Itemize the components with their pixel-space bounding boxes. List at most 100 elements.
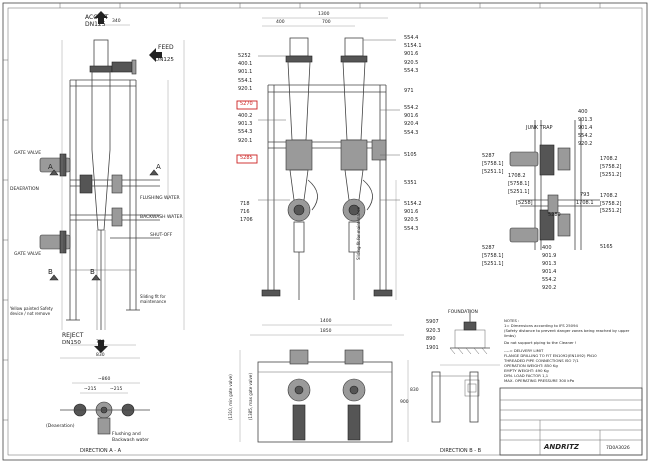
section-b-left: B	[48, 268, 53, 276]
drawing-number: 7D0A3026	[606, 446, 630, 451]
fd-label-5907: 5907	[426, 319, 439, 325]
jt-label-920-2: 920.2	[578, 141, 593, 147]
gate-valve-bottom-label: GATE VALVE	[14, 252, 42, 257]
sliding-center-label: Sliding fit for maintenance	[356, 206, 361, 260]
jt-label-901-3: 901.3	[578, 117, 593, 123]
label-554-1: 554.1	[238, 77, 253, 84]
label-920-1b: 920.1	[238, 137, 253, 144]
jt-label-400b: 400	[542, 245, 552, 251]
note-3: Do not support piping to the Cleaner !	[504, 340, 577, 345]
dim-340: 340	[112, 19, 121, 24]
junk-right-labels-1: 1708.2 [5758.2] [5251.2]	[600, 155, 621, 179]
label-554-3c: 554.3	[404, 225, 419, 232]
flushing-bottom-label: Flushing and	[112, 432, 141, 437]
label-5154-1: 5154.1	[404, 43, 422, 50]
jt-label-554-2: 554.2	[578, 133, 593, 139]
foundation-title: FOUNDATION	[448, 310, 478, 315]
jt-label-5758-1a: [5758.1]	[482, 161, 504, 167]
jt-label-1708-2a: 1708.2	[600, 156, 618, 162]
backwash-water-label: BACKWASH WATER	[140, 215, 183, 220]
jt-label-901-3b: 901.3	[542, 261, 557, 267]
jt-label-5758-2a: [5758.2]	[600, 164, 622, 170]
direction-a-label: DIRECTION A - A	[80, 448, 122, 454]
backwash-bottom-label: Backwash water	[112, 438, 149, 443]
label-400-2: 400.2	[238, 113, 253, 119]
label-716: 716	[240, 209, 250, 216]
label-901-3: 901.3	[238, 121, 253, 128]
notes-block: NOTES : 1= Dimensions according to IFS 2…	[504, 318, 642, 383]
jt-label-920-2b: 920.2	[542, 285, 557, 291]
grid-ticks	[3, 3, 601, 421]
jt-label-5251-1b: [5251.1]	[508, 189, 530, 195]
fd-label-1901: 1901	[426, 344, 439, 351]
inner-border	[7, 7, 643, 456]
note-9: DYN. LOAD FACTOR 1,1	[504, 373, 549, 378]
deaeration-label: DEAERATION	[10, 187, 39, 192]
center-left-labels-3: 718 716 1706	[240, 200, 253, 225]
dim-750: 750	[96, 340, 105, 345]
junk-right-labels-2: 1708.2 [5758.2]	[600, 192, 621, 208]
jt-label-554-2b: 554.2	[542, 277, 557, 283]
plan-view	[239, 349, 409, 443]
gate-max-label: (1385, max gate valve)	[248, 373, 253, 420]
dim-215b: ~215	[110, 387, 123, 392]
jt-label-5251-1c: [5251.1]	[482, 261, 504, 267]
dim-860: ~860	[98, 377, 111, 382]
center-right-labels-3: 5154.2 901.6 920.5 554.3	[404, 200, 422, 233]
dim-1400: 1400	[320, 319, 332, 324]
note-2: (Safety distance to prevent danger zones…	[504, 328, 630, 338]
jt-label-5287a: 5287	[482, 153, 495, 159]
reject-label: REJECT	[62, 332, 84, 339]
section-a-left: A	[48, 163, 53, 171]
dim-900: 900	[400, 400, 409, 405]
dim-1300: 1300	[318, 12, 330, 17]
junk-trap-view	[509, 120, 600, 250]
label-554-3: 554.3	[238, 129, 253, 136]
dim-830b: 830	[410, 388, 419, 393]
jt-label-5251-2a: [5251.2]	[600, 172, 622, 178]
accept-label: ACCEPT	[85, 14, 109, 21]
jt-label-793: 793	[580, 192, 590, 198]
label-901-6b: 901.6	[404, 113, 419, 120]
note-4: ----= DELIVERY LIMIT	[504, 348, 544, 353]
junk-mid-labels: 1708.2 [5758.1] [5251.1]	[508, 172, 529, 196]
label-5154-2: 5154.2	[404, 201, 422, 207]
label-901-6c: 901.6	[404, 209, 419, 216]
label-901-1: 901.1	[238, 69, 253, 76]
junk-left-labels-2: 5287 [5758.1] [5251.1]	[482, 244, 503, 268]
label-901-6a: 901.6	[404, 51, 419, 58]
jt-label-5758-2b: [5758.2]	[600, 201, 622, 207]
note-7: OPERATION WEIGHT: 850 Kg	[504, 363, 558, 368]
dim-400: 400	[276, 20, 285, 25]
shut-off-label: SHUT-OFF	[150, 233, 173, 238]
jt-label-5258: [5258]	[516, 200, 533, 206]
jt-label-1708-2c: 1708.2	[600, 193, 618, 199]
dim-700: 700	[322, 20, 331, 25]
jt-label-400: 400	[578, 109, 588, 115]
reject-dn-label: DN150	[62, 340, 81, 346]
center-right-labels-2: 554.2 901.6 920.4 554.3	[404, 104, 418, 137]
direction-a-view	[60, 382, 150, 435]
company-logo: ANDRITZ	[544, 443, 579, 451]
jt-label-5251-1a: [5251.1]	[482, 169, 504, 175]
gate-valve-top-label: GATE VALVE	[14, 151, 42, 156]
dim-830: 830	[96, 353, 105, 358]
red-tag-5285-text: 5285	[240, 155, 253, 161]
junk-bottom-labels: 400 901.9 901.3 901.4 554.2 920.2	[542, 244, 556, 292]
foundation-detail	[440, 310, 500, 397]
center-left-labels: 5252 400.1 901.1 554.1 920.1	[238, 52, 252, 93]
jt-label-5287b: 5287	[482, 245, 495, 251]
fd-label-890: 890	[426, 336, 436, 342]
fd-label-920-3: 920.3	[426, 327, 441, 334]
sliding-left-label: Sliding fit for maintenance	[140, 294, 167, 304]
label-554-3b: 554.3	[404, 129, 419, 136]
label-554-2: 554.2	[404, 105, 419, 111]
jt-label-5758-1b: [5758.1]	[508, 181, 530, 187]
jt-label-901-4b: 901.4	[542, 269, 557, 275]
red-tag-5270[interactable]	[236, 100, 258, 110]
center-front-view	[250, 17, 404, 336]
note-6: THREADED PIPE CONNECTIONS ISO 7/1	[504, 358, 579, 363]
red-tag-5285[interactable]	[236, 154, 258, 164]
